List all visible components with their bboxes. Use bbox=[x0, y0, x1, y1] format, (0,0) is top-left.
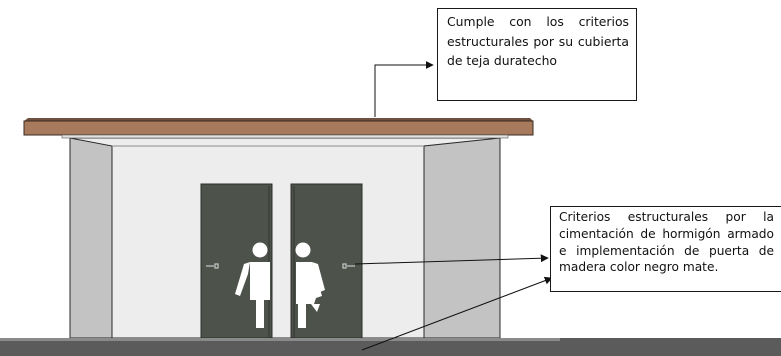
door-handle-right[interactable] bbox=[342, 263, 355, 269]
male-restroom-icon bbox=[235, 242, 270, 328]
ground-slab bbox=[0, 338, 781, 356]
doors-callout: Criterios estructurales por la cimentaci… bbox=[550, 206, 781, 292]
foundation-leader-arrow bbox=[361, 276, 553, 351]
doors-callout-text: Criterios estructurales por la cimentaci… bbox=[559, 210, 774, 275]
roof-callout-text: Cumple con los criterios estructurales p… bbox=[447, 14, 629, 68]
door-men[interactable] bbox=[200, 183, 273, 339]
female-restroom-icon bbox=[295, 242, 325, 328]
roof-top-edge bbox=[24, 118, 533, 121]
foundation bbox=[0, 338, 781, 356]
roof bbox=[23, 118, 534, 139]
door-handle-left[interactable] bbox=[206, 263, 219, 269]
door-women[interactable] bbox=[290, 183, 363, 339]
door-leader-arrow bbox=[354, 254, 549, 265]
roof-callout: Cumple con los criterios estructurales p… bbox=[437, 8, 637, 101]
roof-leader-arrow bbox=[374, 61, 434, 117]
building-body bbox=[69, 137, 501, 339]
ground-slab-top bbox=[0, 338, 560, 341]
roof-soffit bbox=[61, 134, 509, 139]
left-column bbox=[69, 137, 113, 339]
roof-fascia bbox=[23, 120, 534, 136]
right-column bbox=[423, 137, 501, 339]
